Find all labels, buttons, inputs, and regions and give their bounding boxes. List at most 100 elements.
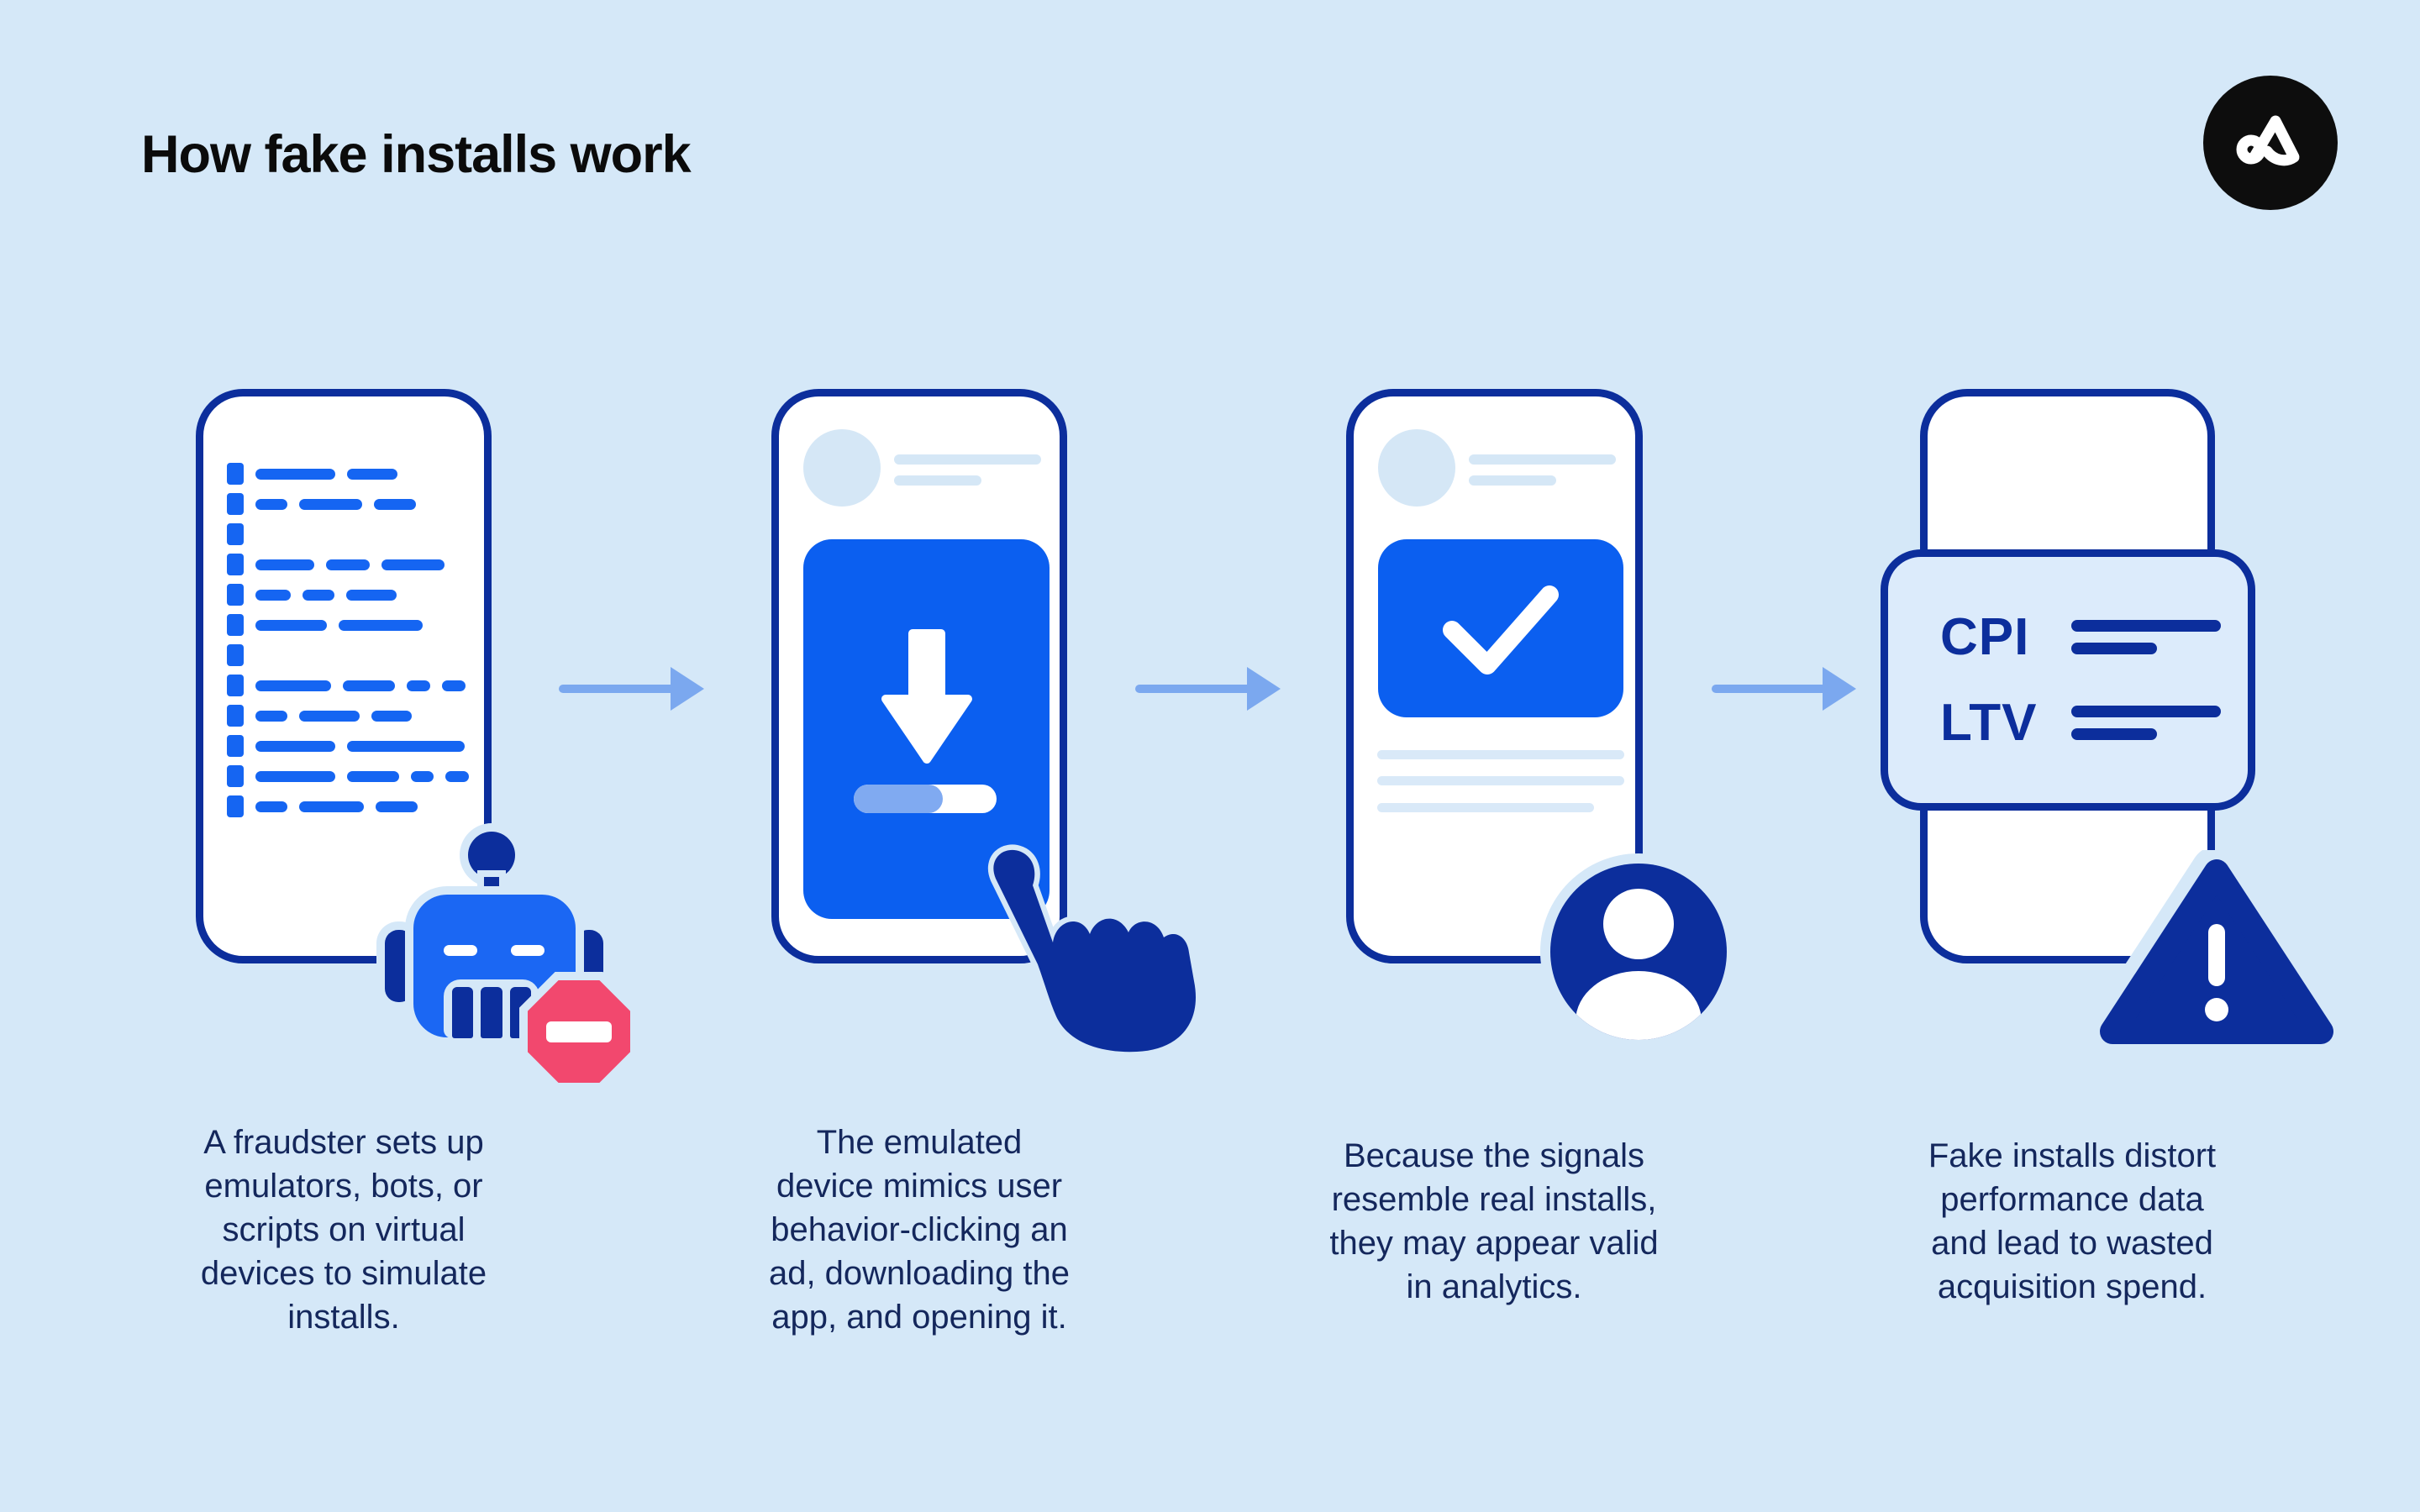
post-avatar <box>803 429 881 507</box>
arrow-head <box>1823 667 1856 711</box>
metric-row-ltv: LTV <box>1940 692 2248 754</box>
code-row <box>227 761 469 791</box>
code-marker <box>227 554 244 575</box>
code-lines <box>227 459 469 822</box>
step-caption-4: Fake installs distort performance data a… <box>1928 1137 2217 1305</box>
code-dash <box>326 559 370 570</box>
code-dash <box>255 740 335 752</box>
code-row <box>227 701 469 731</box>
page-title: How fake installs work <box>141 125 692 184</box>
code-marker <box>227 735 244 757</box>
code-marker <box>227 705 244 727</box>
code-dash <box>255 498 287 510</box>
download-icon <box>881 629 972 764</box>
code-row <box>227 610 469 640</box>
grill-bar <box>481 987 502 1038</box>
code-dash <box>442 680 466 691</box>
code-dash <box>255 801 287 812</box>
arrow-line <box>1135 685 1255 693</box>
metric-line <box>2071 706 2221 717</box>
code-marker <box>227 765 244 787</box>
code-dash <box>374 498 416 510</box>
person-icon <box>1550 864 1727 1040</box>
post-text-line <box>1469 454 1616 465</box>
code-marker <box>227 675 244 696</box>
code-row <box>227 731 469 761</box>
code-dash <box>411 770 434 782</box>
code-dash <box>299 801 364 812</box>
code-dash <box>255 589 291 601</box>
code-marker <box>227 463 244 485</box>
post-text-line <box>894 454 1041 465</box>
code-dash <box>255 710 287 722</box>
code-row <box>227 549 469 580</box>
ltv-label: LTV <box>1940 694 2038 752</box>
person-shoulders <box>1576 971 1702 1040</box>
code-row <box>227 489 469 519</box>
code-dash <box>381 559 445 570</box>
code-dash <box>343 680 395 691</box>
warning-icon <box>2091 850 2343 1052</box>
code-dash <box>255 559 314 570</box>
code-row <box>227 640 469 670</box>
code-row <box>227 580 469 610</box>
robot-antenna-stem <box>484 877 499 899</box>
adjust-logo-glyph <box>2236 115 2300 166</box>
stop-icon-minus <box>546 1021 612 1042</box>
code-dash <box>407 680 430 691</box>
robot-eye-left <box>444 945 477 956</box>
step-caption-3: Because the signals resemble real instal… <box>1329 1137 1659 1305</box>
grill-bar <box>452 987 474 1038</box>
code-marker <box>227 584 244 606</box>
code-dash <box>255 619 327 631</box>
flow-arrow-icon <box>559 667 704 711</box>
arrow-line <box>559 685 679 693</box>
check-icon <box>1443 585 1559 675</box>
metric-line <box>2071 643 2157 654</box>
metrics-card: CPI LTV <box>1881 549 2255 811</box>
body-text-line <box>1377 750 1624 759</box>
code-row <box>227 459 469 489</box>
metric-line <box>2071 728 2157 740</box>
code-marker <box>227 614 244 636</box>
adjust-logo <box>2203 76 2338 210</box>
flow-arrow-icon <box>1712 667 1856 711</box>
code-marker <box>227 644 244 666</box>
step-caption-1: A fraudster sets up emulators, bots, or … <box>200 1124 487 1336</box>
flow-arrow-icon <box>1135 667 1281 711</box>
step-caption-2: The emulated device mimics user behavior… <box>768 1124 1071 1336</box>
code-marker <box>227 795 244 817</box>
tap-hand-icon <box>987 844 1202 1058</box>
phone-analytics <box>1346 389 1643 963</box>
code-row <box>227 519 469 549</box>
code-dash <box>346 589 397 601</box>
progress-bar <box>854 785 997 813</box>
post-avatar <box>1378 429 1455 507</box>
code-dash <box>299 710 360 722</box>
verified-card <box>1378 539 1623 717</box>
code-dash <box>299 498 362 510</box>
robot-antenna-icon <box>468 832 515 879</box>
post-text-line <box>1469 475 1556 486</box>
arrow-head <box>671 667 704 711</box>
code-marker <box>227 523 244 545</box>
ltv-value-lines <box>2071 706 2221 740</box>
code-dash <box>347 770 399 782</box>
cpi-value-lines <box>2071 620 2221 654</box>
cpi-label: CPI <box>1940 608 2030 666</box>
code-dash <box>371 710 412 722</box>
phone-emulator <box>196 389 492 963</box>
code-dash <box>347 468 397 480</box>
code-dash <box>339 619 423 631</box>
code-dash <box>255 770 335 782</box>
robot-ear-left <box>385 930 413 1002</box>
code-dash <box>445 770 469 782</box>
code-dash <box>302 589 334 601</box>
code-marker <box>227 493 244 515</box>
body-text-line <box>1377 803 1594 812</box>
code-row <box>227 670 469 701</box>
body-text-line <box>1377 776 1624 785</box>
metric-line <box>2071 620 2221 632</box>
code-dash <box>376 801 418 812</box>
